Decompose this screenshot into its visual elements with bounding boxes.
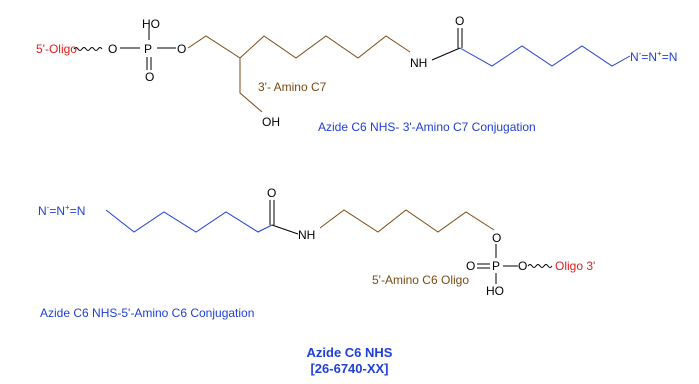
bottom-nh: NH xyxy=(298,228,316,242)
bottom-phosphate-o-right: O xyxy=(518,259,528,273)
bottom-oligo-3-label: Oligo 3' xyxy=(555,259,596,273)
bottom-azide-n3: N xyxy=(76,204,86,218)
top-azide-n2: N xyxy=(648,50,658,64)
top-caption: Azide C6 NHS- 3'-Amino C7 Conjugation xyxy=(318,120,536,134)
top-nh: NH xyxy=(410,56,428,70)
top-phosphate-p: P xyxy=(144,42,153,56)
bottom-phosphate-o-double: O xyxy=(466,259,476,273)
top-phosphate-o-right: O xyxy=(177,42,187,56)
bottom-linker-label: 5'-Amino C6 Oligo xyxy=(372,273,469,287)
top-azide-group: N-=N+=N xyxy=(630,49,678,64)
bottom-azide-charge-minus: - xyxy=(46,203,50,212)
bottom-phosphate-p: P xyxy=(492,259,501,273)
top-azide-chain xyxy=(459,45,631,67)
catalog-number: [26-6740-XX] xyxy=(310,361,389,376)
top-hydroxyl: OH xyxy=(262,115,280,129)
bottom-linker-chain xyxy=(319,209,495,233)
bottom-oligo-wavy-bond xyxy=(527,264,553,268)
top-phosphate-o-double: O xyxy=(145,70,155,84)
top-bond-nh-carbonyl xyxy=(431,47,461,61)
bottom-azide-chain xyxy=(105,209,273,233)
top-azide-n3: N xyxy=(668,50,678,64)
bottom-caption: Azide C6 NHS-5'-Amino C6 Conjugation xyxy=(40,306,255,320)
top-linker-branch xyxy=(239,58,263,113)
bottom-azide-group: N-=N+=N xyxy=(38,203,86,218)
bottom-carbonyl-o: O xyxy=(267,186,277,200)
bottom-phosphate-o-top: O xyxy=(492,231,502,245)
bottom-azide-n1: N xyxy=(38,204,47,218)
top-linker-label: 3'- Amino C7 xyxy=(258,80,327,94)
top-carbonyl-o: O xyxy=(455,14,465,28)
top-azide-charge-plus: + xyxy=(657,49,662,58)
top-phosphate-o-left: O xyxy=(108,42,118,56)
bottom-bond-carbonyl-nh xyxy=(271,224,299,235)
top-linker-chain xyxy=(187,35,411,59)
top-phosphate-oh: HO xyxy=(142,17,160,31)
bottom-phosphate-ho: HO xyxy=(486,284,504,298)
top-azide-charge-minus: - xyxy=(638,49,642,58)
product-name: Azide C6 NHS xyxy=(306,345,393,360)
top-oligo-wavy-bond xyxy=(73,47,103,51)
bottom-azide-charge-plus: + xyxy=(65,203,70,212)
top-oligo-5-label: 5'-Oligo xyxy=(36,42,77,56)
top-azide-n1: N xyxy=(630,50,639,64)
bottom-azide-n2: N xyxy=(56,204,66,218)
